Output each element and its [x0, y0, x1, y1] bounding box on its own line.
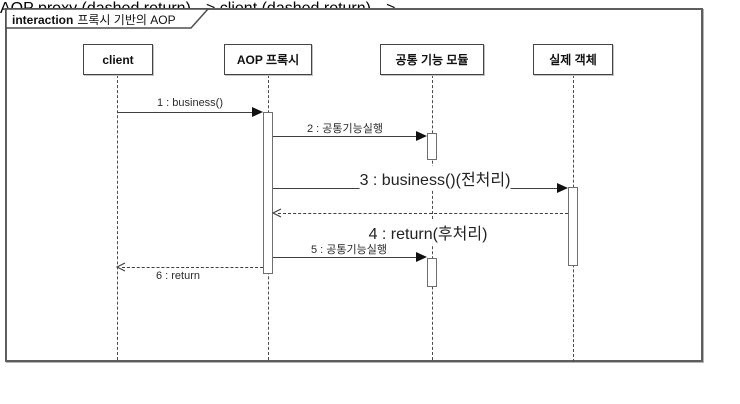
message-6-line — [122, 267, 263, 268]
message-4-label: 4 : return(후처리) — [368, 220, 488, 244]
message-5-line — [273, 257, 416, 258]
activation-bar-common-module-2 — [427, 258, 437, 287]
lifeline-common-module — [432, 75, 433, 360]
message-4-open-arrowhead-icon — [272, 208, 282, 218]
message-3-label: 3 : business()(전처리) — [359, 166, 511, 190]
frame-keyword-label: interaction — [12, 13, 74, 27]
lifeline-head-real-object-label: 실제 객체 — [549, 53, 597, 67]
message-1-label: 1 : business() — [156, 97, 224, 109]
lifeline-head-real-object: 실제 객체 — [533, 44, 613, 75]
activation-bar-common-module-1 — [427, 133, 437, 160]
lifeline-head-aop-proxy-label: AOP 프록시 — [236, 53, 300, 67]
message-3-arrowhead-icon — [557, 183, 568, 193]
message-1-arrowhead-icon — [252, 107, 263, 117]
lifeline-head-aop-proxy: AOP 프록시 — [224, 44, 312, 75]
lifeline-head-client: client — [83, 44, 153, 75]
frame-title-label: 프록시 기반의 AOP — [77, 13, 176, 27]
lifeline-head-common-module: 공통 기능 모듈 — [380, 44, 484, 75]
message-1-line — [117, 112, 253, 113]
frame-title-tab — [5, 8, 210, 29]
message-2-label: 2 : 공통기능실행 — [306, 120, 384, 136]
lifeline-client — [117, 75, 118, 360]
activation-bar-real-object — [568, 187, 578, 266]
lifeline-head-client-label: client — [102, 52, 134, 67]
message-5-label: 5 : 공통기능실행 — [310, 241, 388, 257]
message-2-arrowhead-icon — [416, 131, 427, 141]
message-2-line — [273, 136, 416, 137]
message-4-line — [278, 213, 568, 214]
activation-bar-aop-proxy — [263, 112, 273, 274]
lifeline-head-common-module-label: 공통 기능 모듈 — [395, 53, 469, 67]
message-5-arrowhead-icon — [416, 252, 427, 262]
message-6-open-arrowhead-icon — [116, 262, 126, 272]
message-6-label: 6 : return — [155, 270, 201, 282]
